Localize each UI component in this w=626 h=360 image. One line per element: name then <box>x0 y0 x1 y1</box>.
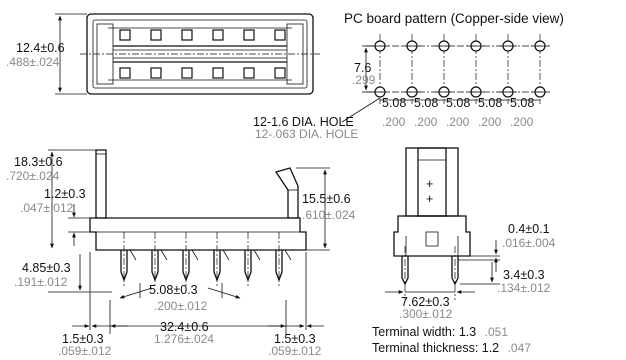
top-width-mm: 12.4±0.6 <box>16 41 65 55</box>
front-latch-mm: 1.2±0.3 <box>44 187 86 201</box>
top-pin-upper <box>150 29 162 41</box>
front-height-total-in: .720±.024 <box>6 169 60 183</box>
side-row-in: .300±.012 <box>399 307 453 321</box>
front-view-pins <box>120 232 292 286</box>
front-length-in: 1.276±.024 <box>154 332 214 346</box>
side-gap-mm: 0.4±0.1 <box>508 222 550 236</box>
pcb-hole-in: 12-.063 DIA. HOLE <box>255 127 358 141</box>
pcb-column-pitches: 5.08 5.08 5.08 5.08 5.08 .200 .200 .200 … <box>382 96 534 129</box>
front-left-end-mm: 1.5±0.3 <box>62 332 104 346</box>
front-pin-tab <box>222 249 230 261</box>
side-tail-mm: 3.4±0.3 <box>503 268 545 282</box>
side-tail-in: .134±.012 <box>497 281 551 295</box>
top-pin-upper <box>243 29 255 41</box>
pcb-pitch-in-1: .200 <box>382 115 406 129</box>
top-view: 12.4±0.6 .488±.024 <box>6 13 320 95</box>
top-pin-upper <box>181 29 193 41</box>
front-pin-len-in: .191±.012 <box>14 275 68 289</box>
pcb-pitch-mm-4: 5.08 <box>478 96 502 110</box>
pcb-pitch-in-2: .200 <box>414 115 438 129</box>
top-pin-upper <box>212 29 224 41</box>
front-left-end-in: .059±.012 <box>58 344 112 358</box>
front-pin-len-mm: 4.85±0.3 <box>22 261 71 275</box>
front-right-end-mm: 1.5±0.3 <box>274 332 316 346</box>
front-body-height-mm: 15.5±0.6 <box>302 192 351 206</box>
terminal-width-note: Terminal width: 1.3 .051 <box>372 323 508 340</box>
front-height-total-mm: 18.3±0.6 <box>14 155 63 169</box>
top-view-pins <box>119 29 286 79</box>
polarity-plus-lower: + <box>426 192 433 206</box>
pcb-pattern: PC board pattern (Copper-side view) 7.6 … <box>253 11 564 141</box>
front-body-height-in: .610±.024 <box>302 208 356 222</box>
pcb-pitch-mm-3: 5.08 <box>446 96 470 110</box>
front-pin-tab <box>191 249 199 261</box>
polarity-plus-upper: + <box>426 177 433 191</box>
pcb-pitch-in-4: .200 <box>478 115 502 129</box>
top-width-in: .488±.024 <box>6 55 60 69</box>
front-pin-tab <box>253 249 261 261</box>
terminal-thickness-in: .047 <box>508 341 532 355</box>
side-row-mm: 7.62±0.3 <box>401 295 450 309</box>
top-pin-lower <box>150 67 162 79</box>
front-latch-in: .047±.012 <box>20 201 74 215</box>
pcb-pitch-mm-5: 5.08 <box>510 96 534 110</box>
terminal-width-in: .051 <box>485 325 509 339</box>
top-pin-lower <box>119 67 131 79</box>
terminal-width-label: Terminal width: 1.3 <box>372 325 476 339</box>
terminal-thickness-note: Terminal thickness: 1.2 .047 <box>372 339 531 356</box>
front-pitch-in: .200±.012 <box>154 299 208 313</box>
top-pin-lower <box>212 67 224 79</box>
top-pin-upper <box>119 29 131 41</box>
pcb-title: PC board pattern (Copper-side view) <box>344 11 564 26</box>
front-length-mm: 32.4±0.6 <box>160 320 209 334</box>
top-pin-upper <box>274 29 286 41</box>
side-view: + + 0.4±0.1 .016±.004 3.4±0.3 .134±.012 … <box>372 147 556 356</box>
pcb-pitch-in-5: .200 <box>510 115 534 129</box>
top-pin-lower <box>181 67 193 79</box>
front-pitch-mm: 5.08±0.3 <box>149 283 198 297</box>
pcb-hole-mm: 12-1.6 DIA. HOLE <box>253 115 354 129</box>
side-gap-in: .016±.004 <box>502 236 556 250</box>
pcb-pitch-mm-1: 5.08 <box>382 96 406 110</box>
terminal-thickness-label: Terminal thickness: 1.2 <box>372 341 499 355</box>
front-pin-tab <box>284 249 292 261</box>
top-pin-lower <box>274 67 286 79</box>
pcb-pitch-in-3: .200 <box>446 115 470 129</box>
pcb-hole-grid <box>366 34 550 104</box>
front-view: 18.3±0.6 .720±.024 1.2±0.3 .047±.012 4.8… <box>6 149 356 358</box>
front-right-end-in: .059±.012 <box>268 344 322 358</box>
pcb-row-pitch-mm: 7.6 <box>354 61 371 75</box>
front-pin-tab <box>129 249 137 261</box>
top-pin-lower <box>243 67 255 79</box>
pcb-row-pitch-in: .299 <box>352 73 376 87</box>
front-pin-tab <box>160 249 168 261</box>
pcb-pitch-mm-2: 5.08 <box>414 96 438 110</box>
